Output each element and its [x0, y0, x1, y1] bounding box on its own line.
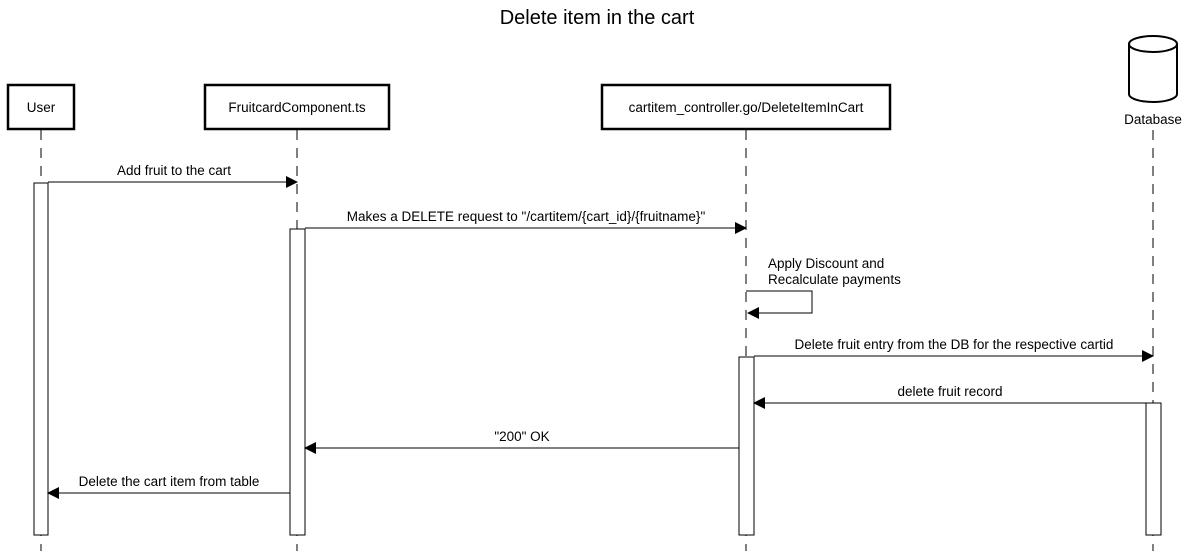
- message-delete-request: Makes a DELETE request to "/cartitem/{ca…: [305, 209, 747, 234]
- message-label-line-1: Apply Discount and: [768, 256, 884, 271]
- participant-database-label: Database: [1124, 112, 1182, 127]
- participant-fruitcard-label: FruitcardComponent.ts: [228, 100, 366, 115]
- participant-controller: cartitem_controller.go/DeleteItemInCart: [600, 83, 892, 131]
- database-cylinder-icon: [1128, 35, 1178, 103]
- participant-user-label: User: [27, 100, 56, 115]
- message-delete-db-entry: Delete fruit entry from the DB for the r…: [754, 337, 1154, 362]
- message-label: Delete the cart item from table: [79, 474, 260, 489]
- message-label: Makes a DELETE request to "/cartitem/{ca…: [347, 209, 706, 224]
- participant-database: Database: [1124, 35, 1182, 127]
- activation-controller: [738, 356, 755, 536]
- message-label: Delete fruit entry from the DB for the r…: [795, 337, 1114, 352]
- message-label: Add fruit to the cart: [117, 163, 231, 178]
- message-label: "200" OK: [494, 429, 549, 444]
- activation-fruitcard: [289, 228, 306, 536]
- message-delete-cart-item: Delete the cart item from table: [47, 474, 290, 499]
- participant-fruitcard: FruitcardComponent.ts: [203, 83, 391, 131]
- message-label-line-2: Recalculate payments: [768, 272, 901, 287]
- participant-controller-label: cartitem_controller.go/DeleteItemInCart: [629, 100, 864, 115]
- activation-user: [33, 182, 49, 536]
- message-add-fruit: Add fruit to the cart: [48, 163, 298, 188]
- message-200-ok: "200" OK: [304, 429, 739, 454]
- participant-user: User: [6, 83, 76, 131]
- message-label: delete fruit record: [897, 384, 1002, 399]
- activation-database: [1145, 402, 1162, 536]
- diagram-title: Delete item in the cart: [500, 7, 695, 29]
- message-delete-fruit-record: delete fruit record: [753, 384, 1146, 409]
- message-self-apply-discount: Apply Discount and Recalculate payments: [746, 256, 901, 319]
